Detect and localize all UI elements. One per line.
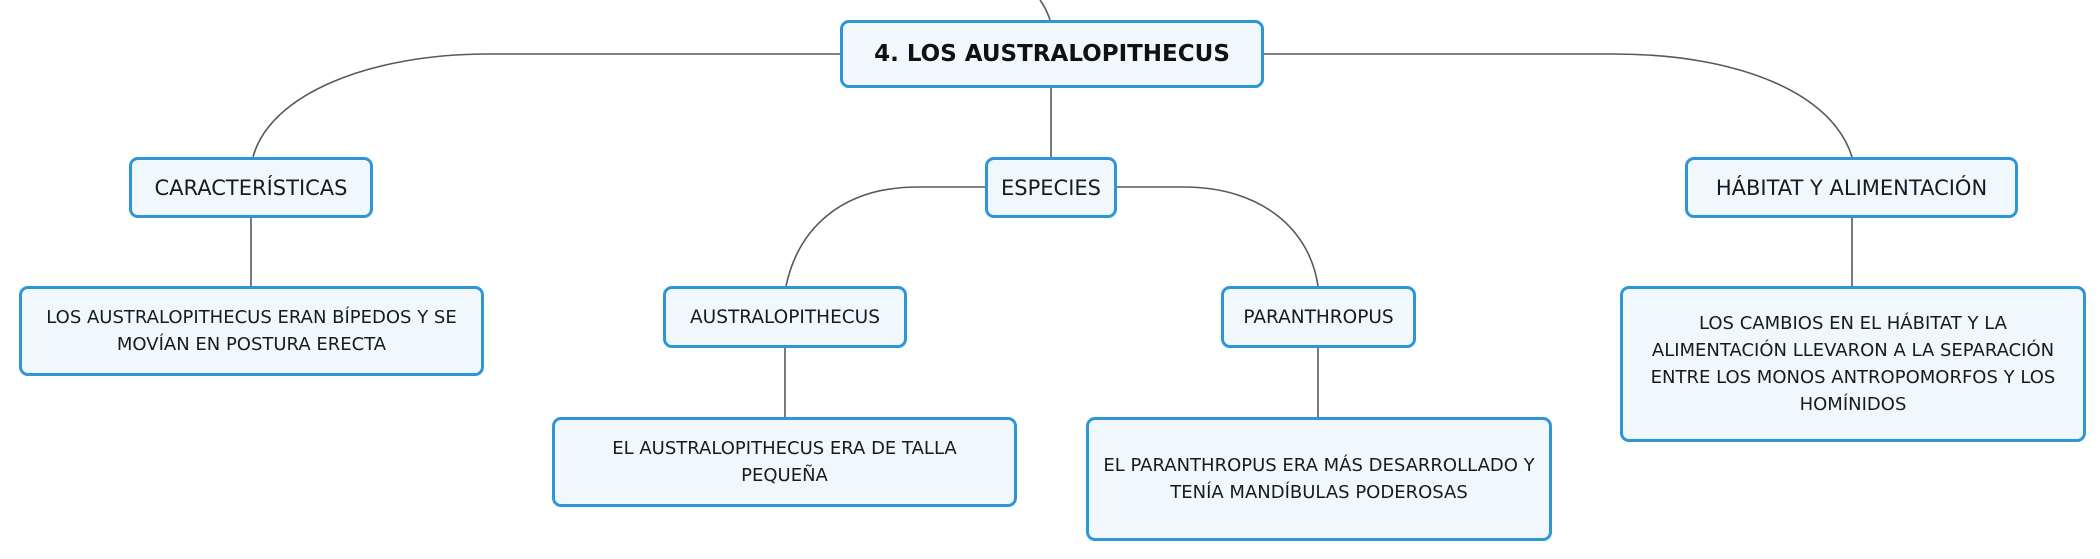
detail-line: HOMÍNIDOS [1799, 394, 1907, 415]
australopithecus-node[interactable]: AUSTRALOPITHECUS [663, 286, 907, 348]
australopithecus-label: AUSTRALOPITHECUS [690, 306, 880, 328]
especies-label: ESPECIES [1001, 175, 1101, 200]
paranthropus-detail-text: EL PARANTHROPUS ERA MÁS DESARROLLADO Y T… [1103, 452, 1534, 506]
root-topic-node[interactable]: 4. LOS AUSTRALOPITHECUS [840, 20, 1264, 88]
habitat-detail-text: LOS CAMBIOS EN EL HÁBITAT Y LA ALIMENTAC… [1651, 310, 2056, 418]
detail-line: EL AUSTRALOPITHECUS ERA DE TALLA [612, 438, 957, 459]
connector-root-to-habitat [1264, 53, 1853, 158]
connector-especies-to-australopithecus [785, 186, 985, 287]
australopithecus-detail-node[interactable]: EL AUSTRALOPITHECUS ERA DE TALLA PEQUEÑA [552, 417, 1017, 507]
detail-line: PEQUEÑA [741, 465, 828, 486]
detail-line: TENÍA MANDÍBULAS PODEROSAS [1170, 482, 1468, 503]
detail-line: LOS AUSTRALOPITHECUS ERAN BÍPEDOS Y SE [46, 307, 457, 328]
caracteristicas-label: CARACTERÍSTICAS [154, 175, 348, 200]
connector-root-to-caracteristicas [252, 53, 840, 158]
habitat-node[interactable]: HÁBITAT Y ALIMENTACIÓN [1685, 157, 2018, 218]
paranthropus-node[interactable]: PARANTHROPUS [1221, 286, 1416, 348]
detail-line: ENTRE LOS MONOS ANTROPOMORFOS Y LOS [1650, 367, 2056, 388]
paranthropus-detail-node[interactable]: EL PARANTHROPUS ERA MÁS DESARROLLADO Y T… [1086, 417, 1552, 541]
detail-line: MOVÍAN EN POSTURA ERECTA [116, 334, 387, 355]
connector-especies-to-paranthropus [1117, 186, 1319, 287]
root-topic-label: 4. LOS AUSTRALOPITHECUS [874, 41, 1230, 67]
caracteristicas-node[interactable]: CARACTERÍSTICAS [129, 157, 373, 218]
australopithecus-detail-text: EL AUSTRALOPITHECUS ERA DE TALLA PEQUEÑA [612, 435, 956, 489]
caracteristicas-detail-node[interactable]: LOS AUSTRALOPITHECUS ERAN BÍPEDOS Y SE M… [19, 286, 484, 376]
detail-line: LOS CAMBIOS EN EL HÁBITAT Y LA [1699, 313, 2007, 334]
caracteristicas-detail-text: LOS AUSTRALOPITHECUS ERAN BÍPEDOS Y SE M… [46, 304, 456, 358]
detail-line: EL PARANTHROPUS ERA MÁS DESARROLLADO Y [1103, 455, 1535, 476]
especies-node[interactable]: ESPECIES [985, 157, 1117, 218]
connector-parent-to-root [1039, 0, 1051, 21]
detail-line: ALIMENTACIÓN LLEVARON A LA SEPARACIÓN [1651, 340, 2055, 361]
paranthropus-label: PARANTHROPUS [1243, 306, 1394, 328]
habitat-detail-node[interactable]: LOS CAMBIOS EN EL HÁBITAT Y LA ALIMENTAC… [1620, 286, 2086, 442]
habitat-label: HÁBITAT Y ALIMENTACIÓN [1715, 175, 1988, 200]
